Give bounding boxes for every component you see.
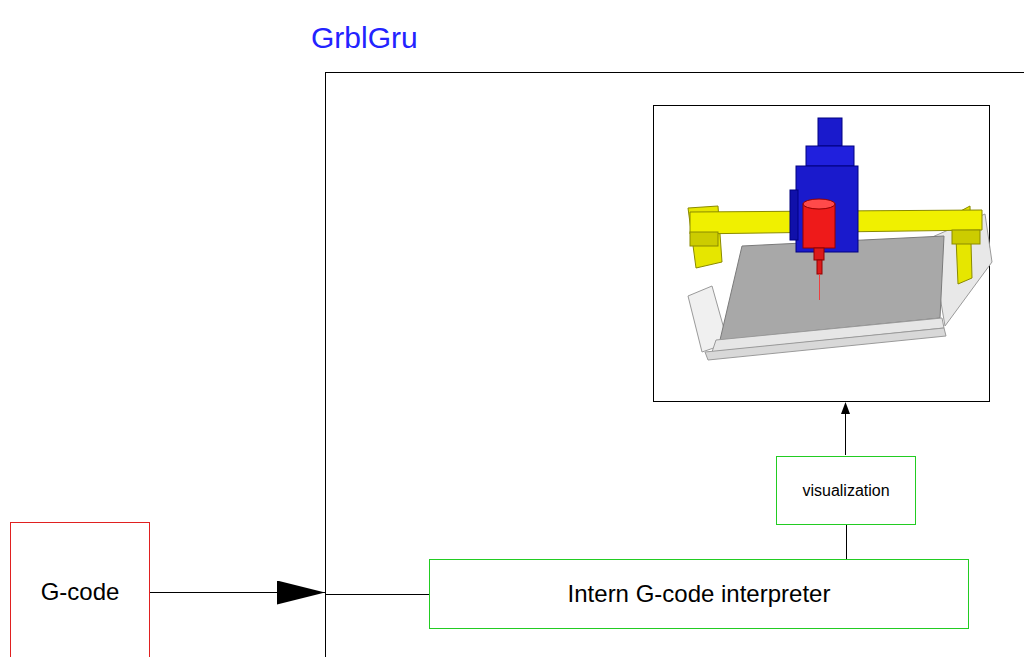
tool-line xyxy=(819,274,820,300)
base-plate xyxy=(705,328,946,360)
box-label: visualization xyxy=(802,482,889,500)
process-box: Intern G-code interpreter xyxy=(429,559,969,629)
spindle xyxy=(803,204,835,248)
application-frame: GrblGruIntern G-code interpretervisualiz… xyxy=(325,72,1024,657)
box-label: Intern G-code interpreter xyxy=(568,580,831,608)
left-motor xyxy=(690,232,718,246)
connector xyxy=(150,592,325,593)
carriage-side xyxy=(790,190,798,240)
z-motor xyxy=(818,118,842,146)
leader-arrowhead xyxy=(841,402,850,414)
connector xyxy=(846,525,847,559)
connector xyxy=(325,594,429,595)
collet xyxy=(814,248,824,260)
carriage xyxy=(796,166,858,252)
box-label: G-code xyxy=(41,578,120,606)
carriage-top xyxy=(806,146,854,166)
tool xyxy=(817,260,822,274)
frame-title: GrblGru xyxy=(311,21,418,55)
illustration-frame xyxy=(654,106,990,402)
leader-arrow xyxy=(845,412,846,455)
spindle-top xyxy=(803,199,835,209)
input-box: G-code xyxy=(10,522,150,657)
right-motor xyxy=(952,230,980,244)
process-box: visualization xyxy=(776,456,916,525)
